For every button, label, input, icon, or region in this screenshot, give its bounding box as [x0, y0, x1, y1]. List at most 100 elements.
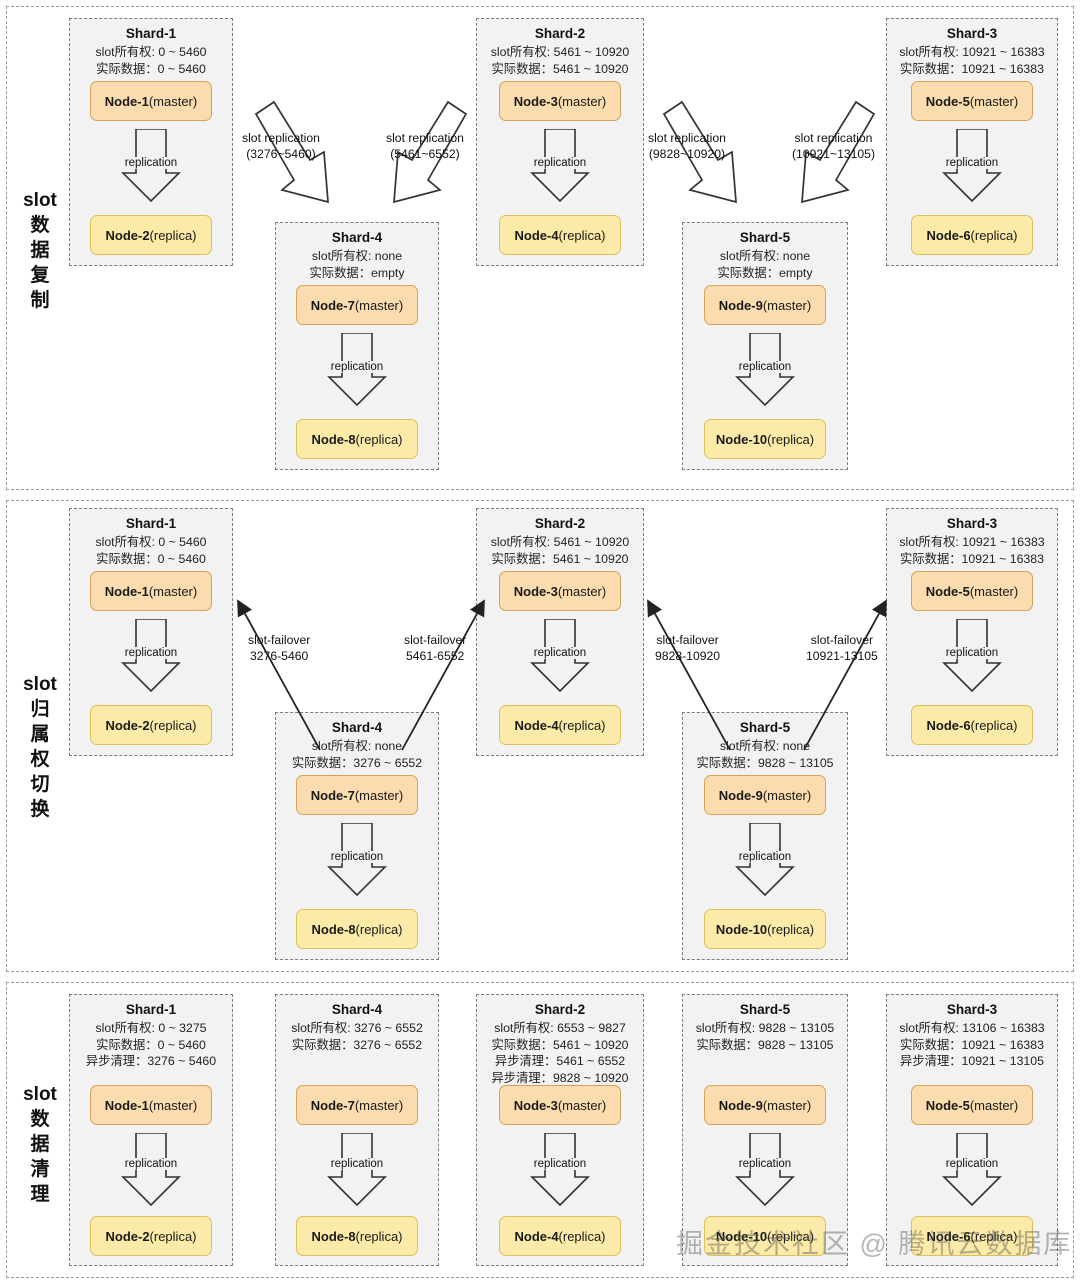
- replication-caption: replication: [122, 157, 180, 169]
- replication-arrow-icon: [326, 333, 388, 407]
- stage-label-line: 清: [30, 1159, 50, 1180]
- node-name: Node-4: [514, 1228, 559, 1244]
- node-master: Node-5(master): [911, 81, 1033, 121]
- shard-actual-data: 实际数据：10921 ~ 16383: [900, 551, 1044, 566]
- node-master: Node-3(master): [499, 1085, 621, 1125]
- shard-box-shard-2: Shard-2 slot所有权: 6553 ~ 9827 实际数据：5461 ~…: [476, 994, 644, 1266]
- node-name: Node-1: [104, 93, 149, 109]
- slot-replication-arrow-icon: [248, 98, 340, 210]
- shard-ownership: slot所有权: 10921 ~ 16383: [899, 535, 1045, 549]
- shard-title: Shard-4: [331, 230, 383, 245]
- replication-caption: replication: [531, 157, 589, 169]
- node-name: Node-9: [718, 787, 763, 803]
- stage-label-line: 据: [30, 240, 50, 261]
- shard-async-cleanup: 异步清理：10921 ~ 13105: [900, 1054, 1044, 1068]
- node-name: Node-2: [105, 227, 150, 243]
- replication-arrow-icon: [120, 129, 182, 203]
- shard-title: Shard-5: [739, 230, 791, 245]
- node-name: Node-5: [925, 1097, 970, 1113]
- replication-caption: replication: [328, 361, 386, 373]
- shard-box-shard-3: Shard-3 slot所有权: 10921 ~ 16383 实际数据：1092…: [886, 508, 1058, 756]
- shard-actual-data: 实际数据：5461 ~ 10920: [491, 1037, 629, 1052]
- node-role: (master): [969, 1097, 1019, 1113]
- node-replica: Node-4(replica): [499, 705, 621, 745]
- node-role: (master): [557, 583, 607, 599]
- stage-label-slot-data-replication: slot 数 据 复 制: [14, 188, 66, 313]
- replication-arrow-icon: [941, 619, 1003, 693]
- shard-ownership: slot所有权: 5461 ~ 10920: [490, 45, 630, 59]
- shard-title: Shard-4: [331, 720, 383, 735]
- shard-async-cleanup: 异步清理：5461 ~ 6552: [494, 1054, 626, 1068]
- shard-actual-data: 实际数据：5461 ~ 10920: [491, 61, 629, 76]
- node-master: Node-9(master): [704, 1085, 826, 1125]
- replication-caption: replication: [122, 1158, 180, 1170]
- node-master: Node-3(master): [499, 571, 621, 611]
- shard-box-shard-4: Shard-4 slot所有权: 3276 ~ 6552 实际数据：3276 ~…: [275, 994, 439, 1266]
- slot-replication-caption: slot replication (3276~5460): [242, 131, 320, 161]
- replication-caption: replication: [328, 851, 386, 863]
- node-replica: Node-2(replica): [90, 705, 212, 745]
- node-role: (replica): [970, 227, 1018, 243]
- shard-async-cleanup: 异步清理：3276 ~ 5460: [85, 1054, 217, 1068]
- replication-arrow-icon: [529, 619, 591, 693]
- stage-label-slot-ownership-failover: slot 归 属 权 切 换: [14, 672, 66, 822]
- node-name: Node-6: [926, 717, 971, 733]
- replication-arrow-icon: [326, 1133, 388, 1207]
- node-replica: Node-4(replica): [499, 1216, 621, 1256]
- stage-label-line: slot: [23, 1084, 57, 1105]
- shard-box-shard-1: Shard-1 slot所有权: 0 ~ 5460 实际数据：0 ~ 5460 …: [69, 508, 233, 756]
- stage-label-line: 制: [30, 290, 50, 311]
- shard-actual-data: 实际数据：empty: [717, 265, 813, 280]
- slot-failover-arrow-icon: [644, 595, 734, 755]
- replication-caption: replication: [531, 1158, 589, 1170]
- node-name: Node-7: [310, 787, 355, 803]
- slot-replication-caption: slot replication (5461~6552): [386, 131, 464, 161]
- node-name: Node-10: [715, 431, 768, 447]
- node-name: Node-2: [105, 1228, 150, 1244]
- shard-actual-data: 实际数据：9828 ~ 13105: [696, 755, 834, 770]
- node-name: Node-3: [513, 93, 558, 109]
- node-master: Node-1(master): [90, 571, 212, 611]
- replication-caption: replication: [943, 157, 1001, 169]
- node-role: (replica): [149, 717, 197, 733]
- shard-box-shard-3: Shard-3 slot所有权: 10921 ~ 16383 实际数据：1092…: [886, 18, 1058, 266]
- shard-title: Shard-3: [946, 1002, 998, 1017]
- replication-caption: replication: [736, 1158, 794, 1170]
- shard-box-shard-4: Shard-4 slot所有权: none 实际数据：3276 ~ 6552 N…: [275, 712, 439, 960]
- node-replica: Node-2(replica): [90, 215, 212, 255]
- stage-label-line: 据: [30, 1134, 50, 1155]
- shard-async-cleanup: 异步清理：9828 ~ 10920: [491, 1070, 629, 1085]
- node-replica: Node-10(replica): [704, 1216, 826, 1256]
- node-replica: Node-8(replica): [296, 909, 418, 949]
- node-name: Node-9: [718, 1097, 763, 1113]
- stage-label-line: 权: [30, 749, 50, 770]
- node-replica: Node-10(replica): [704, 909, 826, 949]
- node-name: Node-4: [514, 717, 559, 733]
- slot-replication-caption: slot replication (9828~10920): [648, 131, 726, 161]
- replication-caption: replication: [328, 1158, 386, 1170]
- node-name: Node-6: [926, 227, 971, 243]
- shard-ownership: slot所有权: none: [311, 739, 403, 753]
- replication-caption: replication: [531, 647, 589, 659]
- node-master: Node-3(master): [499, 81, 621, 121]
- node-replica: Node-6(replica): [911, 215, 1033, 255]
- replication-arrow-icon: [941, 129, 1003, 203]
- node-name: Node-1: [104, 1097, 149, 1113]
- shard-box-shard-2: Shard-2 slot所有权: 5461 ~ 10920 实际数据：5461 …: [476, 18, 644, 266]
- shard-actual-data: 实际数据：0 ~ 5460: [96, 1037, 206, 1052]
- shard-box-shard-2: Shard-2 slot所有权: 5461 ~ 10920 实际数据：5461 …: [476, 508, 644, 756]
- slot-replication-arrow-icon: [790, 98, 882, 210]
- shard-title: Shard-5: [739, 1002, 791, 1017]
- node-name: Node-6: [926, 1228, 971, 1244]
- shard-actual-data: 实际数据：empty: [309, 265, 405, 280]
- node-role: (master): [969, 583, 1019, 599]
- node-role: (replica): [767, 431, 815, 447]
- shard-ownership: slot所有权: 0 ~ 5460: [95, 535, 207, 549]
- replication-caption: replication: [943, 647, 1001, 659]
- shard-actual-data: 实际数据：3276 ~ 6552: [291, 755, 423, 770]
- node-role: (master): [148, 583, 198, 599]
- replication-caption: replication: [736, 361, 794, 373]
- shard-actual-data: 实际数据：0 ~ 5460: [96, 61, 206, 76]
- replication-arrow-icon: [326, 823, 388, 897]
